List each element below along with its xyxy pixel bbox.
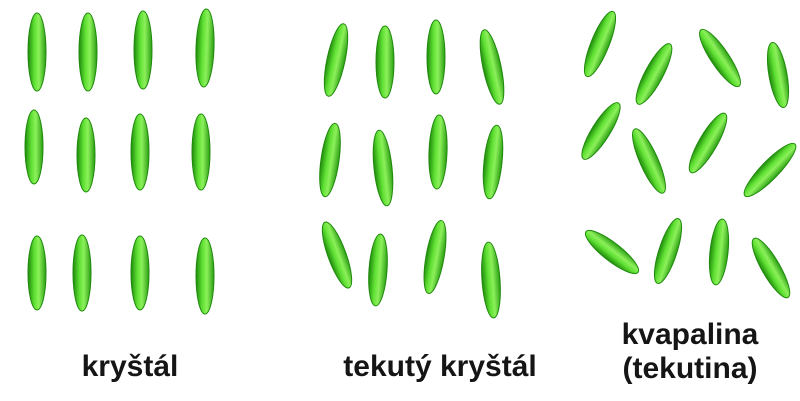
molecule xyxy=(576,98,626,164)
molecule xyxy=(320,22,353,98)
molecule xyxy=(579,8,622,80)
molecule xyxy=(428,115,449,190)
molecule xyxy=(480,124,506,199)
molecule xyxy=(131,114,149,190)
liquid-label-line2: (tekutina) xyxy=(585,352,795,386)
molecule xyxy=(195,9,216,88)
crystal-molecules xyxy=(25,9,215,314)
molecule xyxy=(475,28,508,106)
liquid-label: kvapalina (tekutina) xyxy=(585,318,795,385)
molecule xyxy=(28,236,46,310)
liquid-molecules xyxy=(576,8,800,302)
molecule xyxy=(134,11,152,89)
liquid-label-line1: kvapalina xyxy=(585,318,795,352)
molecule xyxy=(694,25,747,91)
molecule xyxy=(746,234,796,302)
molecule xyxy=(317,219,358,291)
molecule xyxy=(196,238,214,314)
molecule xyxy=(77,118,95,192)
crystal-label: kryštál xyxy=(30,350,230,384)
molecule xyxy=(131,236,149,310)
molecule xyxy=(630,40,678,108)
molecule xyxy=(683,109,733,177)
molecule xyxy=(192,114,210,190)
molecule xyxy=(316,122,344,198)
molecule xyxy=(649,216,687,286)
molecule xyxy=(580,225,643,280)
molecule xyxy=(376,26,394,98)
molecule xyxy=(73,235,91,311)
molecule xyxy=(479,241,502,318)
molecule xyxy=(370,129,396,206)
liquid-crystal-label: tekutý kryštál xyxy=(290,350,590,384)
molecule xyxy=(367,233,390,306)
molecule xyxy=(79,13,97,91)
liquid-crystal-molecules xyxy=(316,20,509,319)
molecule xyxy=(420,219,451,295)
molecule xyxy=(707,218,732,286)
molecule xyxy=(739,138,800,202)
molecule xyxy=(28,13,46,91)
molecule xyxy=(427,20,445,94)
molecule xyxy=(627,125,672,196)
molecule xyxy=(763,41,792,109)
molecule xyxy=(25,110,43,184)
